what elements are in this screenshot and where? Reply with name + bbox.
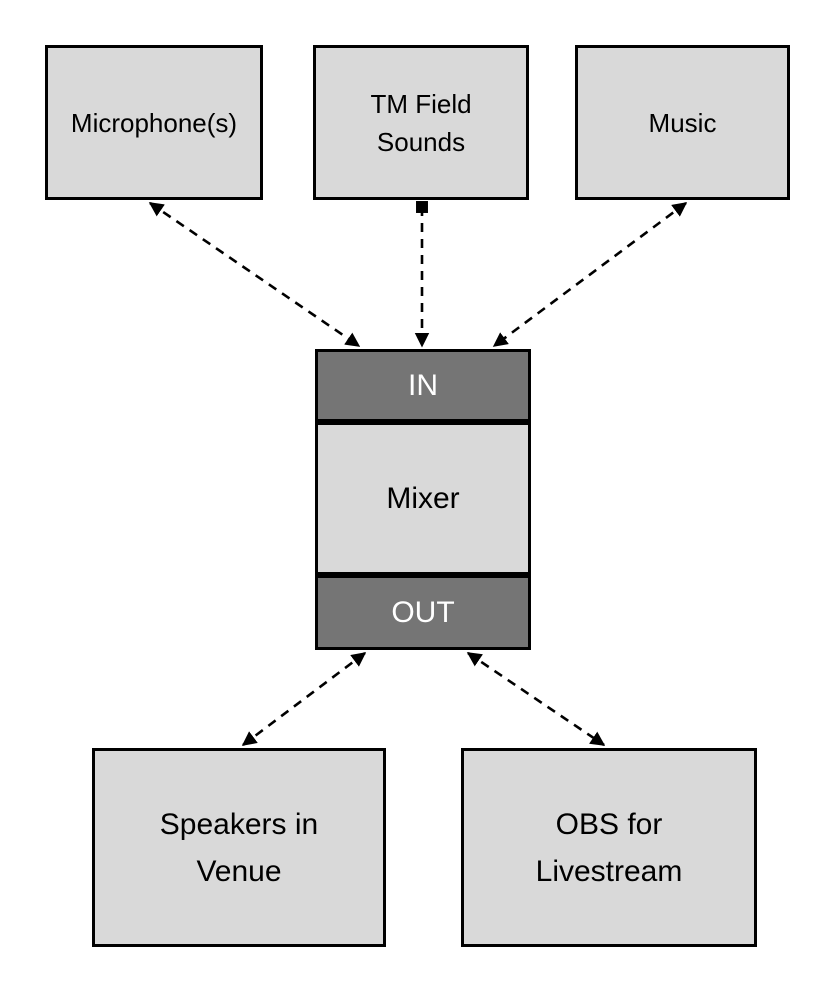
edge-music-mixer-in xyxy=(492,201,688,348)
edge-microphones-mixer-in xyxy=(148,201,361,348)
node-obs-for-livestream: OBS for Livestream xyxy=(461,748,757,947)
node-obs-for-livestream-label: OBS for Livestream xyxy=(535,807,683,888)
mixer-out-label: OUT xyxy=(391,595,455,629)
mixer-in-label: IN xyxy=(408,368,438,402)
mixer-body-section: Mixer xyxy=(315,422,531,575)
node-tm-field-sounds: TM Field Sounds xyxy=(313,45,529,200)
edge-mixer-out-speakers xyxy=(241,651,367,747)
mixer-in-section: IN xyxy=(315,349,531,422)
node-mixer: IN Mixer OUT xyxy=(315,349,531,650)
node-speakers-in-venue-label: Speakers in Venue xyxy=(159,807,319,888)
node-music: Music xyxy=(575,45,790,200)
node-microphones: Microphone(s) xyxy=(45,45,263,200)
node-music-label: Music xyxy=(648,107,717,138)
mixer-label: Mixer xyxy=(386,481,460,515)
node-speakers-in-venue: Speakers in Venue xyxy=(92,748,386,947)
node-tm-field-sounds-label: TM Field Sounds xyxy=(370,88,472,157)
mixer-out-section: OUT xyxy=(315,575,531,650)
edge-mixer-out-obs xyxy=(466,651,606,747)
node-microphones-label: Microphone(s) xyxy=(70,107,238,138)
